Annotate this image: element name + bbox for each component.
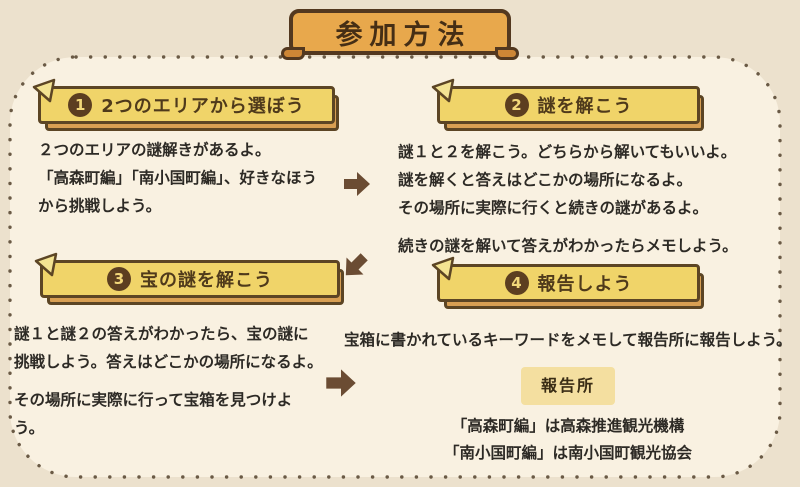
body-line: 続きの謎を解いて答えがわかったらメモしよう。	[398, 237, 738, 255]
page-title: 参加方法	[335, 19, 472, 51]
ribbon-strip: 1 2つのエリアから選ぼう	[38, 86, 335, 124]
ribbon-strip: 4 報告しよう	[437, 264, 700, 302]
body-line: 「高森町編」「南小国町編」、好きなほう	[38, 169, 318, 187]
banner-curl-left-icon	[281, 47, 305, 60]
body-line: 宝箱に書かれているキーワードをメモして報告所に報告しよう。	[344, 331, 792, 349]
paragraph-gap	[398, 222, 798, 232]
arrow-right-step3-icon	[326, 369, 356, 397]
section-4-banner: 4 報告しよう	[431, 256, 704, 309]
banner-curl-right-icon	[495, 47, 519, 60]
ribbon-fold-icon	[431, 78, 455, 103]
report-notes: 「高森町編」は高森推進観光機構 「南小国町編」は南小国町観光協会	[344, 413, 792, 467]
section-2-heading: 謎を解こう	[537, 96, 633, 117]
arrow-down-left-step2-icon	[345, 253, 368, 276]
body-line: ２つのエリアの謎解きがあるよ。	[38, 141, 271, 159]
body-line: 挑戦しよう。答えはどこかの場所になるよ。	[14, 353, 323, 371]
step-3-number-icon: 3	[107, 267, 131, 291]
step-1-number-icon: 1	[68, 93, 93, 117]
note-line: 「高森町編」は高森推進観光機構	[451, 417, 685, 435]
paragraph-gap	[14, 376, 344, 386]
body-line: から挑戦しよう。	[38, 197, 162, 215]
body-line: う。	[14, 419, 45, 437]
body-line: 謎１と謎２の答えがわかったら、宝の謎に	[14, 325, 309, 343]
section-1-banner: 1 2つのエリアから選ぼう	[32, 78, 339, 131]
body-line: その場所に実際に行って宝箱を見つけよ	[14, 391, 293, 409]
page-title-banner: 参加方法	[281, 9, 519, 60]
ribbon-fold-icon	[32, 78, 56, 103]
section-4-body: 宝箱に書かれているキーワードをメモして報告所に報告しよう。 報告所 「高森町編」…	[344, 326, 792, 467]
ribbon-strip: 2 謎を解こう	[437, 86, 700, 124]
step-4-number-icon: 4	[504, 271, 529, 295]
section-3-banner: 3 宝の謎を解こう	[34, 252, 344, 305]
section-2-banner: 2 謎を解こう	[431, 78, 704, 131]
body-line: 謎１と２を解こう。どちらから解いてもいいよ。	[398, 143, 737, 161]
section-4-heading: 報告しよう	[537, 274, 633, 295]
section-1-heading: 2つのエリアから選ぼう	[101, 96, 305, 117]
ribbon-fold-icon	[431, 256, 455, 281]
section-2-body: 謎１と２を解こう。どちらから解いてもいいよ。 謎を解くと答えはどこかの場所になる…	[398, 138, 798, 260]
badge-row: 報告所	[344, 367, 792, 405]
report-office-badge: 報告所	[520, 367, 615, 405]
note-line: 「南小国町編」は南小国町観光協会	[443, 444, 692, 462]
section-3-heading: 宝の謎を解こう	[140, 270, 273, 291]
step-2-number-icon: 2	[504, 93, 529, 117]
ribbon-fold-icon	[34, 252, 58, 277]
body-line: その場所に実際に行くと続きの謎があるよ。	[398, 199, 709, 217]
arrow-right-step1-icon	[344, 172, 370, 196]
section-3-body: 謎１と謎２の答えがわかったら、宝の謎に 挑戦しよう。答えはどこかの場所になるよ。…	[14, 320, 344, 442]
ribbon-strip: 3 宝の謎を解こう	[40, 260, 340, 298]
section-1-body: ２つのエリアの謎解きがあるよ。 「高森町編」「南小国町編」、好きなほう から挑戦…	[38, 136, 358, 220]
body-line: 謎を解くと答えはどこかの場所になるよ。	[398, 171, 693, 189]
